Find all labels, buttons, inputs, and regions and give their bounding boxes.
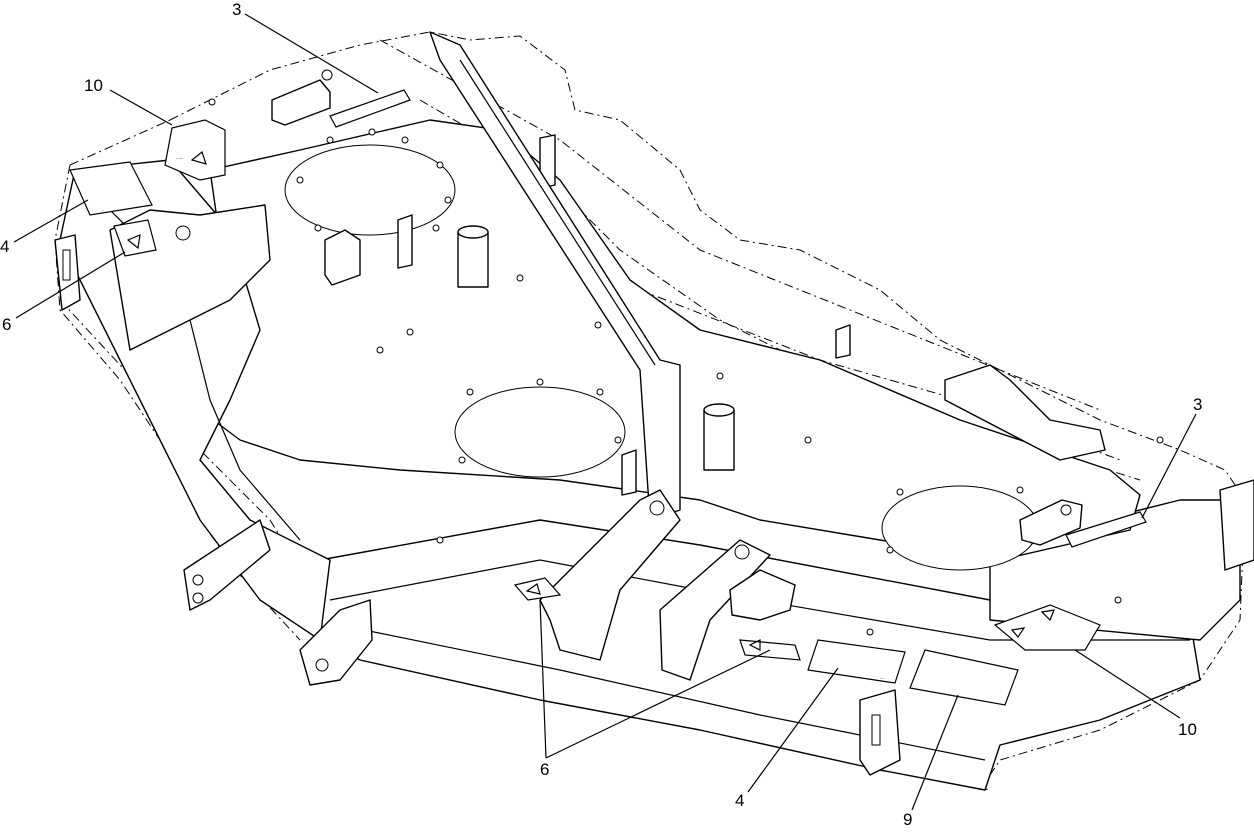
decal-3-rear xyxy=(329,89,411,128)
leader-10-left xyxy=(109,89,173,126)
right-spindle-opening xyxy=(881,485,1039,571)
callout-10-right: 10 xyxy=(1178,720,1197,739)
decal-10-right xyxy=(993,604,1101,651)
callout-3-right: 3 xyxy=(1193,395,1202,414)
callout-3-top: 3 xyxy=(232,0,241,19)
right-bracket xyxy=(944,364,1254,571)
idler-brackets xyxy=(271,69,1083,546)
svg-text:~: ~ xyxy=(102,208,105,213)
decal-3-right xyxy=(1065,511,1147,548)
callout-9-front: 9 xyxy=(903,810,912,829)
center-beam xyxy=(429,31,681,521)
decal-4-left xyxy=(69,161,153,216)
leader-3-top xyxy=(244,13,379,94)
center-spindle-opening xyxy=(454,386,626,478)
leader-10-right xyxy=(1074,649,1181,719)
spindle-housings xyxy=(397,134,851,496)
left-spindle-opening xyxy=(284,144,456,236)
decal-6-front-a xyxy=(513,577,562,601)
leader-lines xyxy=(13,13,1197,811)
callout-10-left: 10 xyxy=(84,76,103,95)
leader-4-front xyxy=(747,667,839,793)
leader-4-left xyxy=(13,199,89,243)
leader-6-front-a xyxy=(539,599,547,759)
leader-6-left xyxy=(15,251,126,319)
callout-4-left: 4 xyxy=(0,237,9,256)
leader-3-right xyxy=(1141,413,1197,519)
callout-4-front: 4 xyxy=(735,791,744,810)
callout-labels: 3 10 4 6 3 10 6 4 9 xyxy=(0,0,1202,829)
spindle-rings xyxy=(284,144,1039,571)
callout-6-left: 6 xyxy=(2,315,11,334)
callout-6-front: 6 xyxy=(540,760,549,779)
decal-9-front xyxy=(909,649,1019,706)
svg-text:~~: ~~ xyxy=(880,676,885,681)
leader-6-front-b xyxy=(545,649,771,759)
decal-10-left xyxy=(164,119,226,181)
front-brackets xyxy=(183,489,901,776)
leader-9-front xyxy=(911,694,959,811)
svg-text:~~~: ~~~ xyxy=(176,156,184,161)
decals: ~~~ ~ ~~ xyxy=(69,89,1147,706)
decal-4-front xyxy=(807,639,906,684)
decal-6-left xyxy=(113,219,157,257)
